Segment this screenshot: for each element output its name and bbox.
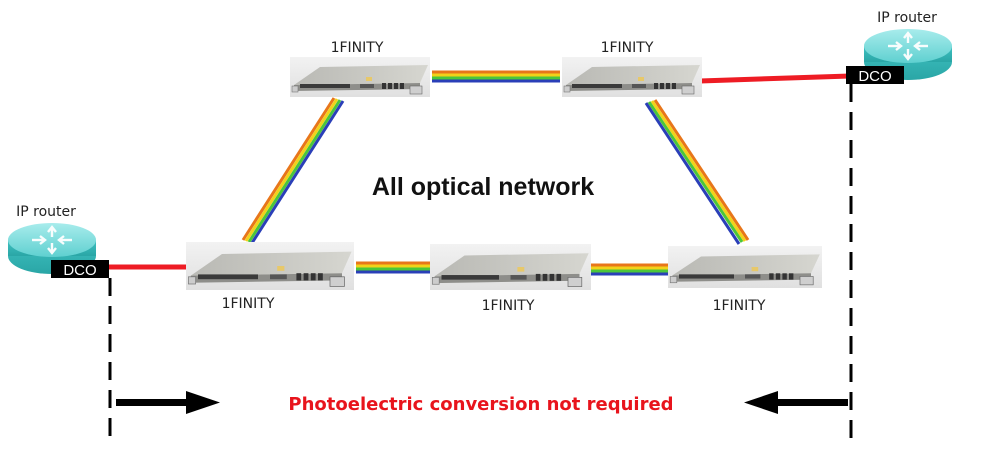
optical-link-top [432,70,560,83]
node-label-bottom-left: 1FINITY [222,296,275,312]
optical-link-bottom-left [356,261,430,274]
dco-port-right[interactable]: DCO [846,66,904,85]
electrical-link-right [699,73,851,84]
device-node-top-left[interactable] [289,56,431,98]
device-node-top-right[interactable] [561,56,703,98]
router-label-left: IP router [16,204,76,220]
node-label-bottom-middle: 1FINITY [482,298,535,314]
device-node-bottom-middle[interactable] [429,243,592,291]
device-node-bottom-right[interactable] [667,245,823,289]
node-label-top-right: 1FINITY [601,40,654,56]
diagram-title: All optical network [372,173,594,201]
optical-link-right-diagonal [644,99,750,245]
router-label-right: IP router [877,10,937,26]
optical-link-bottom-right [590,263,668,276]
device-node-bottom-left[interactable] [185,241,355,291]
arrow-left-icon [744,391,848,414]
dco-port-left[interactable]: DCO [51,260,109,279]
photoelectric-note: Photoelectric conversion not required [288,394,673,415]
node-label-top-left: 1FINITY [331,40,384,56]
arrow-right-icon [116,391,220,414]
dco-label-right: DCO [858,68,891,85]
node-label-bottom-right: 1FINITY [713,298,766,314]
dco-label-left: DCO [63,262,96,279]
optical-link-left-diagonal [241,97,345,244]
